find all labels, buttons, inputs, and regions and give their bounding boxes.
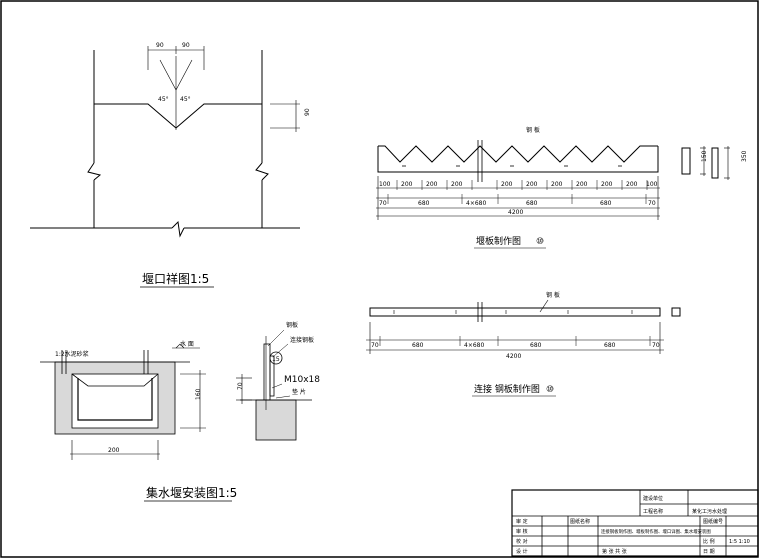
connect-plate-title: 连接 钢板制作图	[474, 383, 540, 395]
steel-top-dim: 200	[501, 181, 513, 188]
bolt-connect-label: 连接钢板	[290, 336, 314, 344]
connect-bottom-dim: 70	[371, 342, 379, 349]
bolt-detail: 15 钢板 连接钢板 M10x18 垫 片 70	[236, 321, 320, 441]
trough-mortar-label: 1:2水泥砂浆	[55, 350, 89, 358]
steel-plate-title: 堰板制作图	[476, 235, 521, 247]
steel-plate-drawing: 钢 板 150 350	[376, 126, 748, 249]
steel-top-dim: 100	[646, 181, 658, 188]
bolt-mark: 15	[272, 356, 280, 363]
tb-content: 连接钢板制作图、堰板制作图、堰口详图、集水堰安装图	[601, 528, 711, 535]
steel-bottom-dim: 70	[648, 200, 656, 207]
trough-water-label: 水 面	[180, 340, 194, 348]
weir-detail-title: 堰口祥图1:5	[142, 272, 209, 286]
connecting-plate-drawing: 钢 板 70 680 4×680 680 680	[366, 291, 681, 397]
connect-bottom-dim: 70	[652, 342, 660, 349]
trough-width-dim: 200	[108, 447, 120, 454]
weir-dim-height: 90	[304, 108, 311, 116]
tb-project-value: 某化工污水处理	[692, 508, 727, 515]
tb-designer-label: 图纸名称	[570, 518, 590, 525]
steel-top-dims: 100 200 200 200 200 200 200 200 200 200 …	[379, 181, 658, 188]
steel-side-dim-b: 350	[741, 150, 748, 162]
title-block: 建设单位 工程名称 某化工污水处理 审 定 审 核 校 对 设 计 图纸名称 连…	[511, 489, 759, 557]
weir-dim-left: 90	[156, 42, 164, 49]
bolt-plate-label: 钢板	[286, 321, 298, 329]
weir-dim-right: 90	[182, 42, 190, 49]
steel-top-dim: 200	[551, 181, 563, 188]
steel-top-dim: 200	[401, 181, 413, 188]
bolt-washer-label: 垫 片	[292, 388, 306, 396]
weir-angle-right: 45°	[180, 96, 191, 103]
steel-bottom-dim: 680	[600, 200, 612, 207]
steel-bottom-dim: 70	[379, 200, 387, 207]
tb-project-label: 工程名称	[643, 508, 663, 515]
steel-bottom-dims: 70 680 4×680 680 680 70 4200	[379, 200, 656, 216]
tb-unit-label: 建设单位	[643, 495, 663, 502]
trough-title: 集水堰安装图1:5	[146, 485, 237, 500]
tb-row-label: 审 核	[516, 528, 528, 535]
steel-side-dim-a: 150	[701, 150, 708, 162]
weir-detail: 90 90 45° 45° 90 堰口祥图1:5	[30, 42, 311, 288]
steel-top-dim: 200	[576, 181, 588, 188]
tb-drawing-no-label: 图纸编号	[703, 518, 723, 525]
steel-top-dim: 200	[601, 181, 613, 188]
steel-top-dim: 200	[526, 181, 538, 188]
tb-date-label: 日 期	[703, 549, 715, 555]
trough-height-dim: 160	[195, 388, 202, 400]
tb-row-label: 设 计	[516, 548, 528, 555]
tb-row-label: 审 定	[516, 518, 528, 525]
steel-top-dim: 200	[426, 181, 438, 188]
connect-bottom-dim: 680	[530, 342, 542, 349]
connect-plate-label: 钢 板	[546, 291, 560, 299]
steel-bottom-dim: 680	[526, 200, 538, 207]
connect-bottom-dim: 680	[604, 342, 616, 349]
tb-sheet-label: 第 张 共 张	[602, 548, 627, 555]
bolt-dim: 70	[237, 382, 244, 390]
steel-plate-label: 钢 板	[526, 126, 540, 134]
connect-total-dim: 4200	[506, 353, 521, 360]
tb-scale-label: 比 例	[703, 538, 715, 545]
steel-top-dim: 200	[626, 181, 638, 188]
steel-total-dim: 4200	[508, 209, 523, 216]
weir-angle-left: 45°	[158, 96, 169, 103]
bolt-spec-label: M10x18	[284, 375, 320, 385]
tb-row-label: 校 对	[516, 538, 528, 545]
steel-plate-mark: ⑩	[536, 237, 544, 247]
bolt-callout-circle	[269, 351, 283, 365]
connect-plate-mark: ⑩	[546, 385, 554, 395]
connect-bottom-dim: 680	[412, 342, 424, 349]
connect-bottom-dim: 4×680	[464, 342, 484, 349]
steel-top-dim: 100	[379, 181, 391, 188]
trough-installation: 1:2水泥砂浆 水 面 200 160 集水堰安装图1:5	[40, 340, 237, 502]
steel-bottom-dim: 680	[418, 200, 430, 207]
steel-bottom-dim: 4×680	[466, 200, 486, 207]
steel-top-dim: 200	[451, 181, 463, 188]
tb-scale-value: 1:5 1:10	[729, 539, 750, 545]
